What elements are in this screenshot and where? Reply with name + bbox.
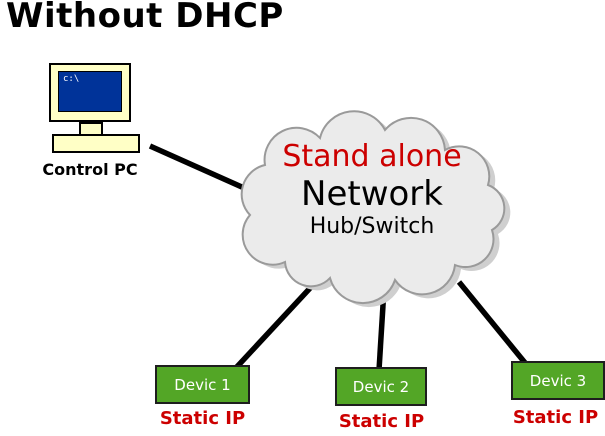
device-2-box: Devic 2: [335, 367, 427, 406]
computer-base: [52, 134, 140, 153]
cloud-shape: [240, 110, 506, 305]
device-3-label: Devic 3: [529, 371, 587, 390]
device-1-box: Devic 1: [155, 365, 250, 404]
cloud-hubswitch-label: Hub/Switch: [309, 213, 435, 239]
cloud-standalone-label: Stand alone: [282, 139, 462, 174]
line-cloud-to-device1: [231, 284, 315, 372]
device-3-static-ip-label: Static IP: [512, 407, 599, 428]
line-cloud-to-device3: [456, 280, 529, 366]
monitor-screen: c:\: [58, 71, 122, 112]
screen-text: c:\: [63, 74, 80, 84]
control-pc-label: Control PC: [42, 160, 138, 179]
device-1-label: Devic 1: [174, 375, 231, 394]
cloud-text: Stand alone Network Hub/Switch: [238, 139, 506, 239]
monitor-icon: c:\: [49, 63, 131, 122]
device-2-label: Devic 2: [352, 377, 410, 396]
cloud-network-label: Network: [301, 173, 443, 214]
device-1-static-ip-label: Static IP: [159, 408, 246, 429]
device-2-static-ip-label: Static IP: [338, 411, 425, 432]
device-3-box: Devic 3: [511, 361, 605, 400]
page-title: Without DHCP: [6, 0, 284, 36]
